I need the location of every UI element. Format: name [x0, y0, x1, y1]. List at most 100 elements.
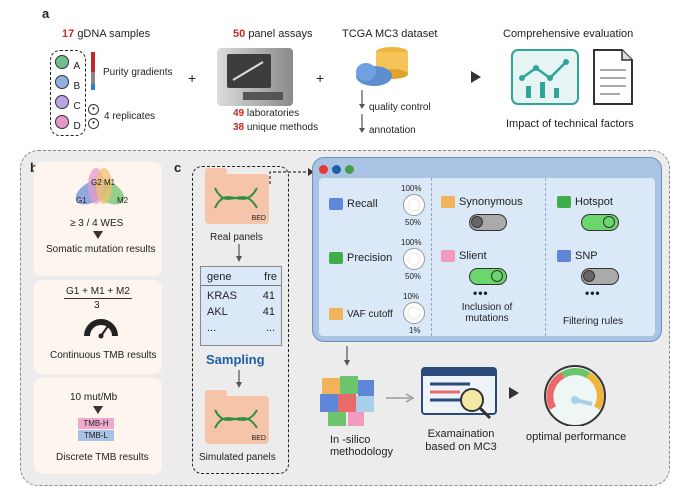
freq-header: fre — [264, 271, 277, 283]
play-arrow-icon — [471, 71, 481, 83]
arrow-down-c2-icon — [236, 370, 242, 388]
tmb-h-badge: TMB-H — [78, 418, 114, 429]
vaf-dial[interactable] — [403, 302, 425, 324]
panel-b-label: b — [30, 160, 38, 175]
recall-puzzle-icon — [329, 198, 343, 210]
panel-a-label: a — [42, 6, 50, 21]
labs-count: 49 — [233, 108, 245, 119]
samples-text: gDNA samples — [77, 28, 151, 40]
purity-text: Purity gradients — [103, 67, 173, 78]
slient-puzzle-icon — [441, 250, 455, 262]
optimal-text: optimal performance — [526, 431, 627, 443]
simulated-panels-folder-icon: BED — [205, 390, 269, 444]
examination-browser-icon — [421, 367, 497, 420]
replicate-icon-1: • — [88, 104, 99, 115]
venn-label-m2: M2 — [117, 196, 129, 205]
precision-bottom: 50% — [405, 272, 422, 281]
sample-list: A B C D — [55, 55, 81, 135]
replicates-text: 4 replicates — [104, 111, 156, 122]
mutmb-text: 10 mut/Mb — [70, 392, 118, 403]
hotspot-puzzle-icon — [557, 196, 571, 208]
continuous-text: Continuous TMB results — [50, 350, 157, 361]
down-arrow-2-icon — [93, 406, 103, 414]
vaf-label: VAF cutoff — [347, 309, 393, 320]
performance-gauge-icon — [544, 365, 606, 426]
arrow-down-c1-icon — [236, 244, 242, 262]
sample-dot-a — [55, 55, 69, 69]
arrow-down-window-icon — [344, 346, 350, 366]
sample-dot-b — [55, 75, 69, 89]
line-chart-icon — [511, 49, 579, 105]
vaf-puzzle-icon — [329, 308, 343, 320]
synonymous-toggle[interactable] — [469, 214, 507, 231]
sample-c: C — [55, 95, 81, 115]
methods-line: 38 unique methods — [233, 122, 318, 133]
venn-label-m1: M1 — [104, 178, 116, 187]
window-minimize-dot[interactable] — [332, 165, 341, 174]
bed-label-real: BED — [251, 215, 266, 222]
replicate-icons: • • — [88, 104, 99, 129]
panels-dashed-box — [192, 166, 289, 474]
window-maximize-dot[interactable] — [345, 165, 354, 174]
settings-window-body: Recall 100% 50% Precision 100% 50% VAF c… — [319, 178, 655, 336]
snp-label: SNP — [575, 250, 598, 262]
simulated-panels-text: Simulated panels — [199, 452, 276, 463]
gene-header: gene — [207, 271, 232, 283]
exam-text: Examaination based on MC3 — [425, 428, 497, 453]
sample-b: B — [55, 75, 81, 95]
sample-dot-c — [55, 95, 69, 109]
separator-1 — [431, 178, 432, 336]
bed-label-sim: BED — [251, 435, 266, 442]
tmb-l-badge: TMB-L — [78, 430, 114, 441]
assays-text: panel assays — [248, 28, 313, 40]
slient-toggle[interactable] — [469, 268, 507, 285]
purity-tube-icon — [91, 52, 95, 90]
slient-label: Slient — [459, 250, 487, 262]
precision-top: 100% — [401, 238, 422, 247]
precision-dial[interactable] — [403, 248, 425, 270]
discrete-text: Discrete TMB results — [56, 452, 149, 463]
gene-table-header: gene fre — [201, 271, 281, 283]
inclusion-title: Inclusion of mutations — [461, 302, 513, 324]
arrow-right-1-icon — [386, 393, 415, 403]
sequencer-icon — [217, 48, 293, 106]
somatic-text: Somatic mutation results — [46, 244, 156, 255]
plus-1: + — [188, 70, 197, 86]
samples-count: 17 — [62, 28, 75, 40]
recall-top: 100% — [401, 184, 422, 193]
window-close-dot[interactable] — [319, 165, 328, 174]
methods-text: unique methods — [246, 122, 319, 133]
hotspot-toggle[interactable] — [581, 214, 619, 231]
snp-toggle[interactable] — [581, 268, 619, 285]
synonymous-label: Synonymous — [459, 196, 523, 208]
precision-puzzle-icon — [329, 252, 343, 264]
labs-line: 49 laboratories — [233, 108, 299, 119]
samples-title: 17 gDNA samples — [62, 28, 150, 40]
insilico-text: In -silico methodology — [330, 434, 393, 458]
replicate-icon-2: • — [88, 118, 99, 129]
qc-arrow-icon — [359, 90, 365, 133]
venn-label-g1: G1 — [76, 196, 87, 205]
filter-title: Filtering rules — [563, 316, 624, 327]
snp-puzzle-icon — [557, 250, 571, 262]
eval-title: Comprehensive evaluation — [503, 28, 634, 40]
document-icon — [593, 49, 633, 105]
sample-dot-d — [55, 115, 69, 129]
samples-box — [50, 50, 86, 136]
settings-window: Recall 100% 50% Precision 100% 50% VAF c… — [312, 157, 662, 342]
hotspot-label: Hotspot — [575, 196, 613, 208]
annotation-text: annotation — [369, 125, 416, 136]
qc-text: quality control — [369, 102, 431, 113]
wes-text: ≥ 3 / 4 WES — [70, 218, 124, 229]
real-panels-text: Real panels — [210, 232, 263, 243]
impact-text: Impact of technical factors — [506, 118, 634, 130]
panel-c-label: c — [174, 160, 182, 175]
recall-dial[interactable] — [403, 194, 425, 216]
vaf-top: 10% — [403, 292, 420, 301]
recall-bottom: 50% — [405, 218, 422, 227]
tmb-formula-denominator: 3 — [94, 300, 100, 311]
precision-label: Precision — [347, 252, 393, 264]
real-panels-folder-icon: BED — [205, 168, 269, 224]
connector-arrow-icon — [269, 168, 314, 184]
